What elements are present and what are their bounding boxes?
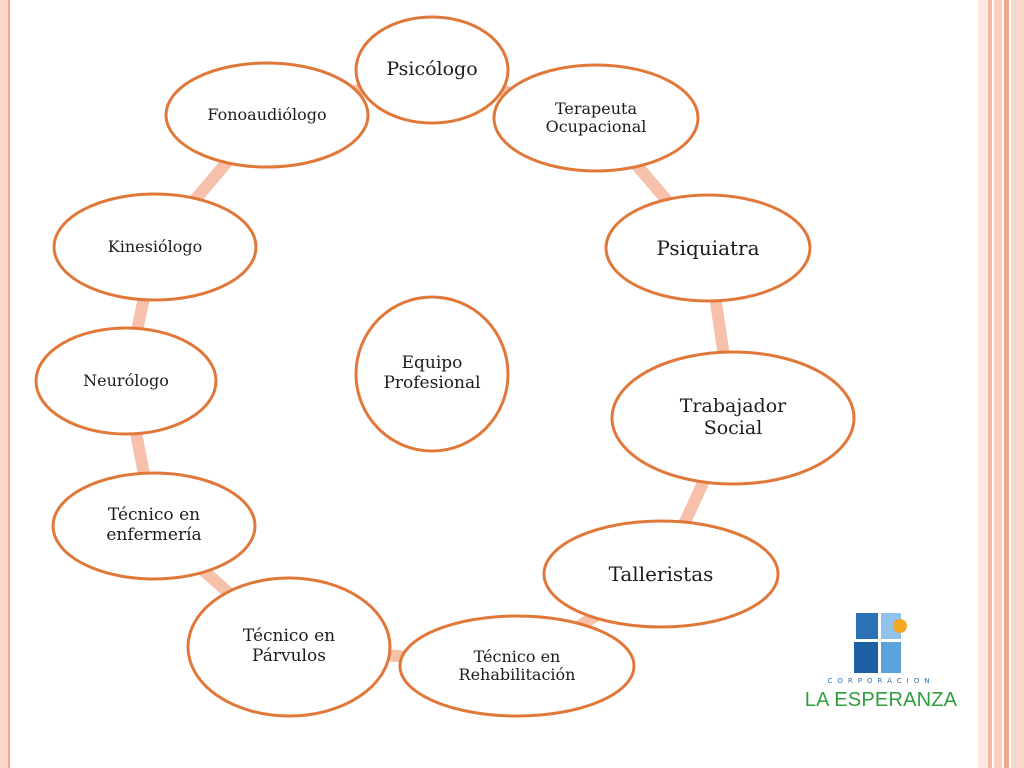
corporacion-la-esperanza-logo: CORPORACION LA ESPERANZA [796,605,966,725]
node-label-tecnico-parvulos: Técnico en Párvulos [242,626,336,666]
node-label-psicologo: Psicólogo [386,58,478,81]
node-ellipse-tecnico-rehabilitacion [398,614,636,718]
node-ellipse-fonoaudiologo [164,61,370,169]
logo-name-text: LA ESPERANZA [804,689,958,711]
left-decorative-stripe [0,0,10,768]
node-label-neurologo: Neurólogo [83,370,169,390]
node-ellipse-trabajador-social [610,350,856,486]
node-ellipse-tecnico-enfermeria [51,471,257,581]
node-label-terapeuta-ocupacional: Terapeuta Ocupacional [545,98,647,136]
node-ellipse-neurologo [34,326,218,436]
logo-overline-text: CORPORACION [827,677,935,685]
node-ellipse-tecnico-parvulos [186,576,392,718]
node-label-psiquiatra: Psiquiatra [656,235,760,260]
right-decorative-stripes [978,0,1024,768]
node-label-trabajador-social: Trabajador Social [679,395,787,439]
node-ellipse-psicologo [354,15,510,125]
node-label-kinesiologo: Kinesiólogo [107,236,203,256]
node-label-fonoaudiologo: Fonoaudiólogo [207,104,327,124]
node-label-talleristas: Talleristas [608,561,714,586]
node-ellipse-terapeuta-ocupacional [492,63,700,173]
node-label-tecnico-enfermeria: Técnico en enfermería [106,505,202,545]
center-node-label: Equipo Profesional [383,353,481,393]
node-ellipse-talleristas [542,519,780,629]
node-ellipse-psiquiatra [604,193,812,303]
center-node-ellipse [354,295,510,453]
cross-squares-logo-icon [854,613,907,673]
node-label-tecnico-rehabilitacion: Técnico en Rehabilitación [458,646,576,684]
node-ellipse-kinesiologo [52,192,258,302]
